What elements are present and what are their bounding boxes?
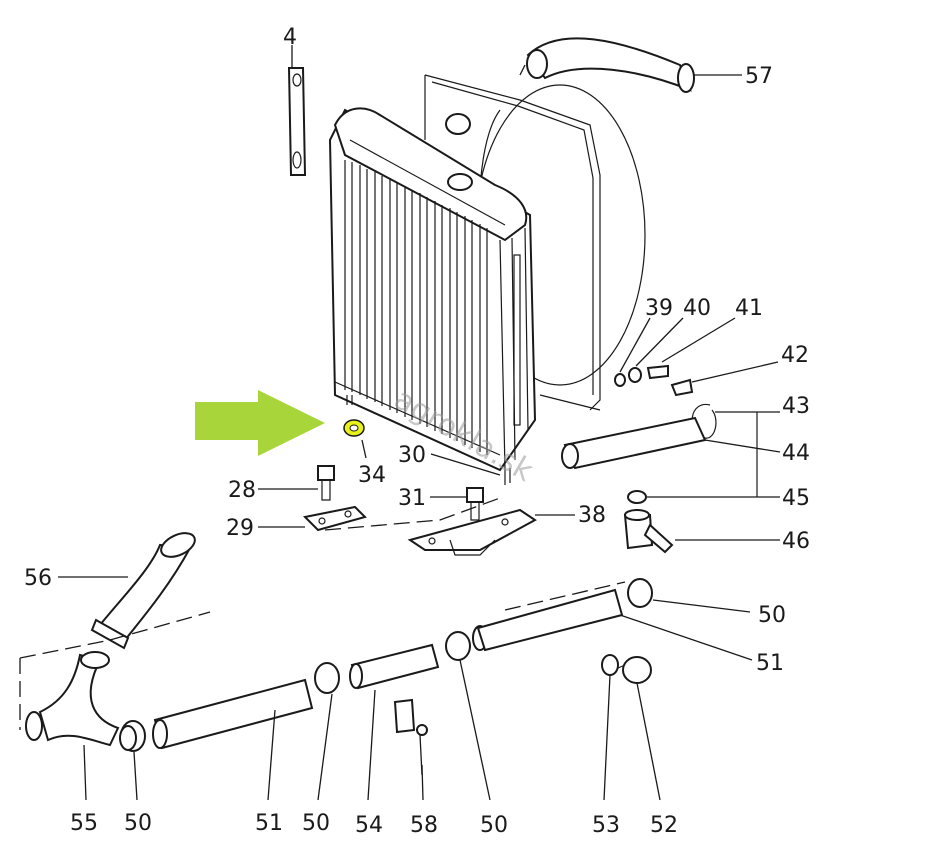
callout-55: 55 xyxy=(70,811,98,836)
callout-54: 54 xyxy=(355,813,383,838)
drain-assembly xyxy=(561,403,781,554)
callout-4: 4 xyxy=(283,25,297,50)
callout-31: 31 xyxy=(398,486,426,511)
callout-34: 34 xyxy=(358,463,386,488)
callout-51a: 51 xyxy=(756,651,784,676)
hose-55 xyxy=(25,651,120,801)
bracket-4 xyxy=(287,45,307,176)
radiator-core xyxy=(328,107,537,485)
callout-57: 57 xyxy=(745,64,773,89)
callout-43: 43 xyxy=(782,394,810,419)
callout-30: 30 xyxy=(398,443,426,468)
callout-45: 45 xyxy=(782,486,810,511)
dashed-guides xyxy=(19,64,626,730)
hose-57 xyxy=(526,37,742,93)
mounts xyxy=(258,419,575,556)
callout-52: 52 xyxy=(650,813,678,838)
hose-56 xyxy=(58,532,196,650)
callout-50b: 50 xyxy=(124,811,152,836)
fittings-39-42 xyxy=(614,317,779,397)
callout-labels: 4 57 39 40 41 42 43 44 45 46 34 30 28 31… xyxy=(24,25,810,838)
callout-50d: 50 xyxy=(480,813,508,838)
callout-58: 58 xyxy=(410,813,438,838)
callout-46: 46 xyxy=(782,529,810,554)
callout-39: 39 xyxy=(645,296,673,321)
lower-pipes xyxy=(119,578,753,801)
callout-44: 44 xyxy=(782,441,810,466)
highlight-arrow xyxy=(195,390,325,456)
callout-29: 29 xyxy=(226,516,254,541)
callout-56: 56 xyxy=(24,566,52,591)
callout-53: 53 xyxy=(592,813,620,838)
callout-41: 41 xyxy=(735,296,763,321)
callout-50c: 50 xyxy=(302,811,330,836)
callout-40: 40 xyxy=(683,296,711,321)
callout-42: 42 xyxy=(781,343,809,368)
callout-38: 38 xyxy=(578,503,606,528)
callout-28: 28 xyxy=(228,478,256,503)
callout-50a: 50 xyxy=(758,603,786,628)
callout-51b: 51 xyxy=(255,811,283,836)
